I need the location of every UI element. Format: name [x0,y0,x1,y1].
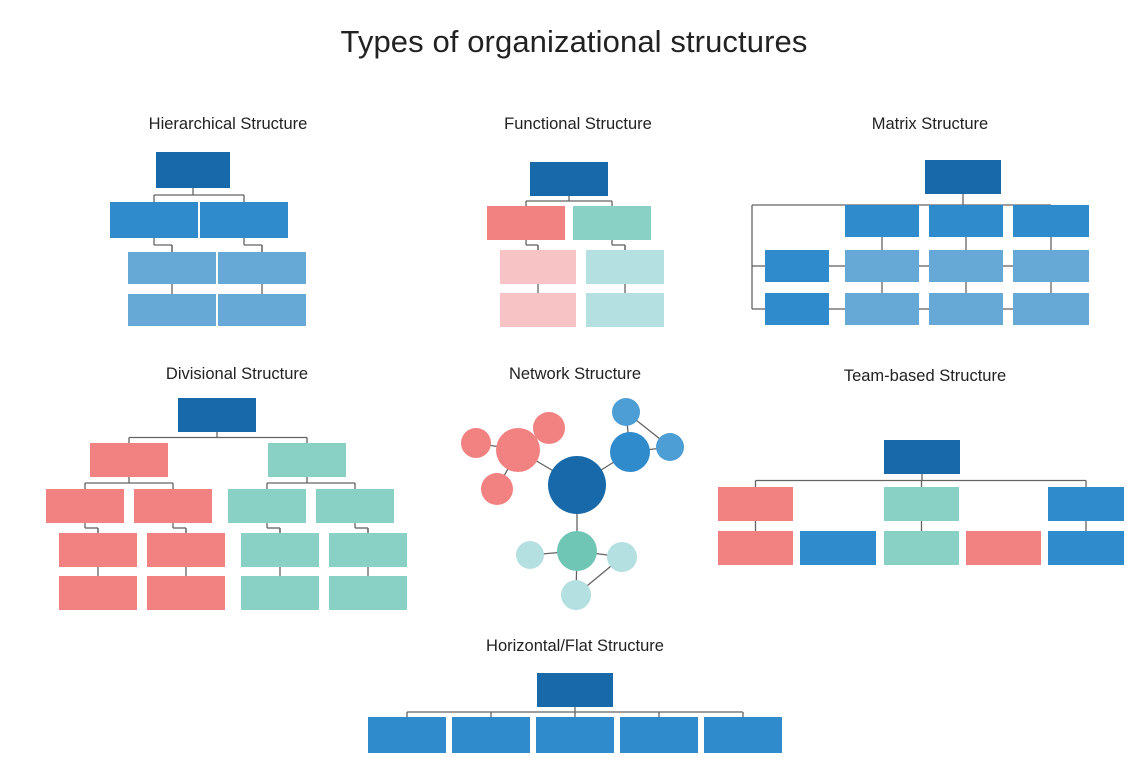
org-node-box [59,533,137,567]
network-node [607,542,637,572]
network-edge [517,449,578,486]
network-node [461,428,491,458]
panel-team-based [718,440,1124,565]
org-node-box [241,533,319,567]
org-node-box [536,717,614,753]
panel-hierarchical [110,152,306,326]
org-node-box [929,293,1003,325]
network-edge [576,451,631,486]
network-edge [575,556,623,596]
org-node-box [765,293,829,325]
org-node-box [329,533,407,567]
org-node-box [500,293,576,327]
org-node-box [530,162,608,196]
org-node-box [128,294,216,326]
org-node-box [487,206,565,240]
network-node [557,531,597,571]
org-node-box [620,717,698,753]
org-node-box [316,489,394,523]
network-edge [496,449,519,490]
org-node-box [966,531,1041,565]
org-node-box [573,206,651,240]
org-node-box [929,205,1003,237]
org-node-box [218,294,306,326]
panel-title-network: Network Structure [508,365,642,383]
org-node-box [228,489,306,523]
org-node-box [329,576,407,610]
network-node [610,432,650,472]
org-node-box [90,443,168,477]
network-edge [625,411,631,453]
network-edge [625,411,671,448]
org-node-box [268,443,346,477]
org-node-box [128,252,216,284]
org-node-box [1013,293,1089,325]
network-edge [529,550,578,556]
network-node [533,412,565,444]
org-node-box [1048,487,1124,521]
panel-title-horizontal-flat: Horizontal/Flat Structure [486,637,664,655]
network-edge [576,550,623,558]
org-node-box [704,717,782,753]
network-node [612,398,640,426]
org-node-box [46,489,124,523]
org-node-box [59,576,137,610]
org-node-box [1048,531,1124,565]
page-title: Types of organizational structures [340,24,808,59]
org-node-box [800,531,876,565]
org-node-box [845,250,919,282]
panel-title-matrix: Matrix Structure [871,115,989,133]
org-node-box [1013,250,1089,282]
org-node-box [718,487,793,521]
org-node-box [925,160,1001,194]
org-node-box [452,717,530,753]
panel-title-functional: Functional Structure [504,115,652,133]
network-edge [475,442,519,451]
panel-matrix [751,160,1089,325]
panel-divisional [46,398,407,610]
org-node-box [718,531,793,565]
org-node-box [156,152,230,188]
network-node [516,541,544,569]
org-node-box [147,576,225,610]
network-node [548,456,606,514]
org-node-box [178,398,256,432]
org-node-box [200,202,288,238]
panel-title-divisional: Divisional Structure [165,365,309,383]
org-node-box [884,487,959,521]
org-node-box [241,576,319,610]
network-node [496,428,540,472]
panel-title-hierarchical: Hierarchical Structure [148,115,308,133]
panel-horizontal-flat [368,673,782,753]
org-node-box [586,293,664,327]
org-node-box [884,531,959,565]
panel-title-team-based: Team-based Structure [843,367,1007,385]
network-edge [629,446,671,453]
org-node-box [1013,205,1089,237]
org-node-box [110,202,198,238]
org-node-box [537,673,613,707]
org-node-box [134,489,212,523]
org-node-box [884,440,960,474]
network-edge [517,427,550,451]
org-node-box [929,250,1003,282]
network-node [656,433,684,461]
org-node-box [765,250,829,282]
org-node-box [147,533,225,567]
org-node-box [368,717,446,753]
org-node-box [586,250,664,284]
panel-network [461,398,684,610]
org-node-box [845,205,919,237]
panel-functional [487,162,664,327]
org-node-box [500,250,576,284]
network-node [481,473,513,505]
network-node [561,580,591,610]
org-node-box [845,293,919,325]
org-node-box [218,252,306,284]
network-edge [575,550,578,596]
